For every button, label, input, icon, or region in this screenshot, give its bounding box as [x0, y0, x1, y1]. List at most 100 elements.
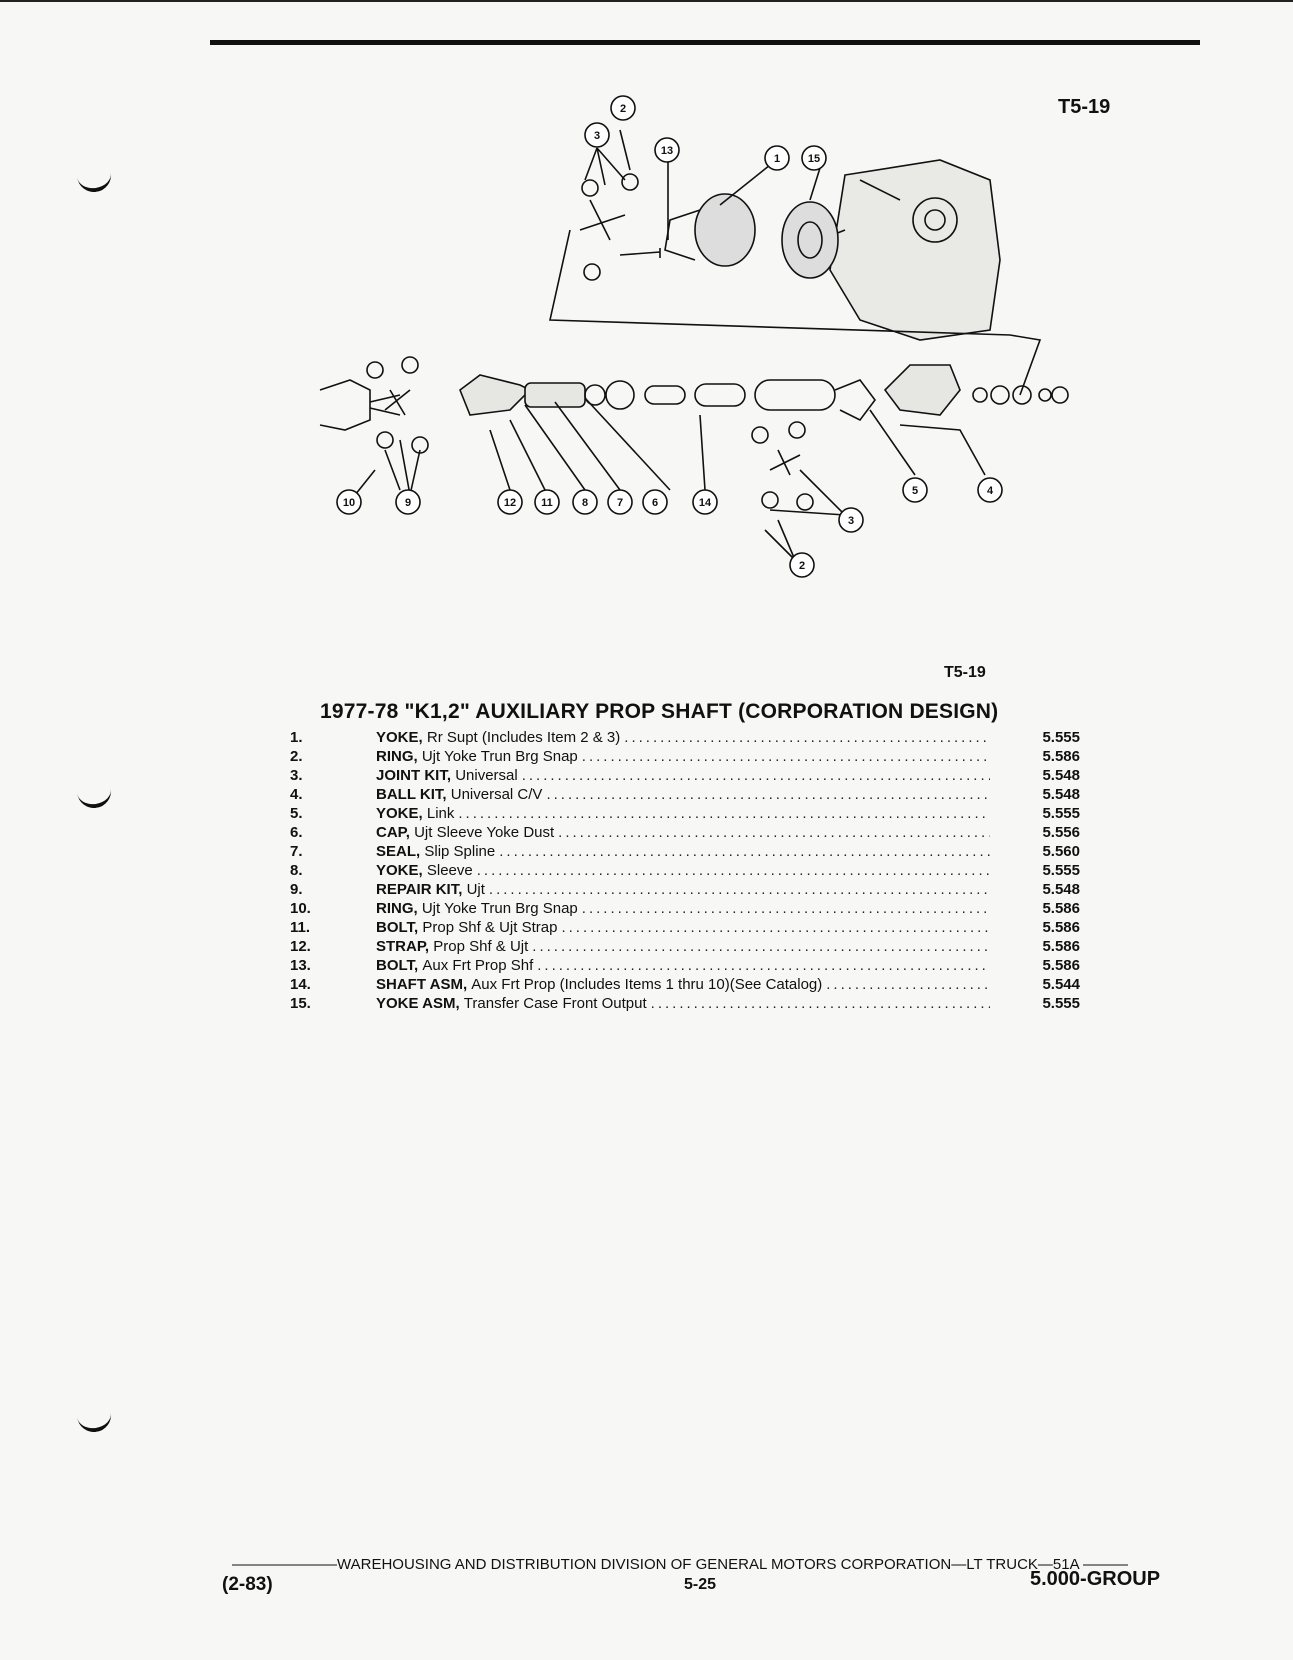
parts-row: 10.RING, Ujt Yoke Trun Brg Snap.........…: [290, 900, 1080, 919]
part-group-ref: 5.586: [1042, 938, 1080, 955]
part-detail: Slip Spline: [424, 843, 496, 860]
part-detail: Prop Shf & Ujt: [433, 938, 529, 955]
part-number: 12.: [290, 938, 311, 955]
part-description: YOKE, Sleeve............................…: [376, 862, 990, 879]
part-name: REPAIR KIT,: [376, 881, 463, 898]
parts-row: 11. BOLT, Prop Shf & Ujt Strap...........…: [290, 919, 1080, 938]
part-detail: Prop Shf & Ujt Strap: [422, 919, 558, 936]
callout-11: 11: [541, 497, 553, 509]
part-number: 11.: [290, 919, 311, 936]
callout-circles: [336, 95, 1003, 578]
part-group-ref: 5.560: [1042, 843, 1080, 860]
part-group-ref: 5.555: [1042, 995, 1080, 1012]
callout-10: 10: [343, 497, 355, 509]
footer-publisher-line: ———————WAREHOUSING AND DISTRIBUTION DIVI…: [232, 1556, 1128, 1573]
part-number: 1.: [290, 729, 303, 746]
part-group-ref: 5.586: [1042, 900, 1080, 917]
callout-6: 6: [652, 497, 658, 509]
figure-tag-bottom: T5-19: [944, 664, 986, 681]
callout-3-lower: 3: [848, 515, 854, 527]
part-detail: Ujt Sleeve Yoke Dust: [414, 824, 555, 841]
part-detail: Sleeve: [426, 862, 473, 879]
part-description: BOLT, Prop Shf & Ujt Strap..............…: [376, 919, 990, 936]
leader-dots: ........................................…: [624, 729, 990, 746]
parts-row: 8. YOKE, Sleeve..........................…: [290, 862, 1080, 881]
callout-13: 13: [661, 145, 673, 157]
leader-dots: ........................................…: [476, 862, 990, 879]
part-description: SHAFT ASM, Aux Frt Prop (Includes Items …: [376, 976, 990, 993]
leader-dots: ........................................…: [826, 976, 990, 993]
parts-row: 12. STRAP, Prop Shf & Ujt................…: [290, 938, 1080, 957]
part-number: 8.: [290, 862, 303, 879]
part-number: 14.: [290, 976, 311, 993]
part-description: BOLT, Aux Frt Prop Shf..................…: [376, 957, 990, 974]
part-group-ref: 5.556: [1042, 824, 1080, 841]
part-description: REPAIR KIT, Ujt.........................…: [376, 881, 990, 898]
part-detail: Aux Frt Prop Shf: [422, 957, 534, 974]
parts-list: 1. YOKE, Rr Supt (Includes Item 2 & 3)...…: [290, 729, 1080, 1014]
parts-row: 15.YOKE ASM, Transfer Case Front Output.…: [290, 995, 1080, 1014]
part-name: SEAL,: [376, 843, 421, 860]
part-group-ref: 5.586: [1042, 957, 1080, 974]
part-description: JOINT KIT, Universal....................…: [376, 767, 990, 784]
parts-row: 2.RING, Ujt Yoke Trun Brg Snap..........…: [290, 748, 1080, 767]
footer-page-number: 5-25: [684, 1576, 717, 1593]
part-description: RING, Ujt Yoke Trun Brg Snap............…: [376, 900, 990, 917]
footer-date: (2-83): [222, 1574, 273, 1595]
part-description: BALL KIT, Universal C/V.................…: [376, 786, 990, 803]
parts-row: 6. CAP, Ujt Sleeve Yoke Dust.............…: [290, 824, 1080, 843]
part-description: CAP, Ujt Sleeve Yoke Dust...............…: [376, 824, 990, 841]
part-detail: Link: [426, 805, 455, 822]
part-number: 6.: [290, 824, 303, 841]
callout-4: 4: [987, 485, 994, 497]
parts-row: 7. SEAL, Slip Spline.....................…: [290, 843, 1080, 862]
part-description: YOKE, Link..............................…: [376, 805, 990, 822]
callout-12: 12: [504, 497, 516, 509]
top-edge-rule: [0, 0, 1293, 2]
part-description: STRAP, Prop Shf & Ujt...................…: [376, 938, 990, 955]
footer-publisher-text: WAREHOUSING AND DISTRIBUTION DIVISION OF…: [337, 1556, 1079, 1573]
exploded-parts-diagram: 2 3 13 1 15 10 9 12 11 8 7 6 14 5 4 3 2: [319, 95, 1069, 578]
part-name: YOKE,: [376, 729, 423, 746]
callout-15: 15: [808, 153, 820, 165]
part-group-ref: 5.544: [1042, 976, 1080, 993]
leader-dots: ........................................…: [458, 805, 990, 822]
part-group-ref: 5.555: [1042, 862, 1080, 879]
leader-dots: ........................................…: [558, 824, 990, 841]
callout-2-lower: 2: [799, 560, 805, 572]
parts-row: 1. YOKE, Rr Supt (Includes Item 2 & 3)...…: [290, 729, 1080, 748]
part-detail: Ujt: [466, 881, 485, 898]
callout-numbers: 2 3 13 1 15 10 9 12 11 8 7 6 14 5 4 3 2: [343, 103, 994, 572]
leader-dots: ........................................…: [499, 843, 990, 860]
part-number: 7.: [290, 843, 303, 860]
diagram-linework: [319, 129, 1069, 561]
part-name: BALL KIT,: [376, 786, 447, 803]
part-name: BOLT,: [376, 919, 419, 936]
callout-14: 14: [699, 497, 712, 509]
part-group-ref: 5.548: [1042, 786, 1080, 803]
part-name: SHAFT ASM,: [376, 976, 468, 993]
callout-5: 5: [912, 485, 918, 497]
parts-row: 13. BOLT, Aux Frt Prop Shf...............…: [290, 957, 1080, 976]
part-detail: Aux Frt Prop (Includes Items 1 thru 10)(…: [471, 976, 823, 993]
footer-group: 5.000-GROUP: [1030, 1568, 1161, 1590]
part-number: 2.: [290, 748, 303, 765]
leader-dots: ........................................…: [521, 767, 990, 784]
parts-row: 3. JOINT KIT, Universal..................…: [290, 767, 1080, 786]
parts-row: 5.YOKE, Link............................…: [290, 805, 1080, 824]
part-detail: Ujt Yoke Trun Brg Snap: [421, 748, 578, 765]
callout-1: 1: [774, 153, 780, 165]
leader-dots: ........................................…: [561, 919, 990, 936]
part-number: 15.: [290, 995, 311, 1012]
part-number: 4.: [290, 786, 303, 803]
part-number: 9.: [290, 881, 303, 898]
part-name: CAP,: [376, 824, 410, 841]
part-group-ref: 5.586: [1042, 919, 1080, 936]
part-description: SEAL, Slip Spline.......................…: [376, 843, 990, 860]
part-detail: Rr Supt (Includes Item 2 & 3): [426, 729, 621, 746]
part-group-ref: 5.548: [1042, 767, 1080, 784]
callout-8: 8: [582, 497, 588, 509]
part-number: 13.: [290, 957, 311, 974]
part-number: 3.: [290, 767, 303, 784]
part-detail: Universal: [455, 767, 518, 784]
